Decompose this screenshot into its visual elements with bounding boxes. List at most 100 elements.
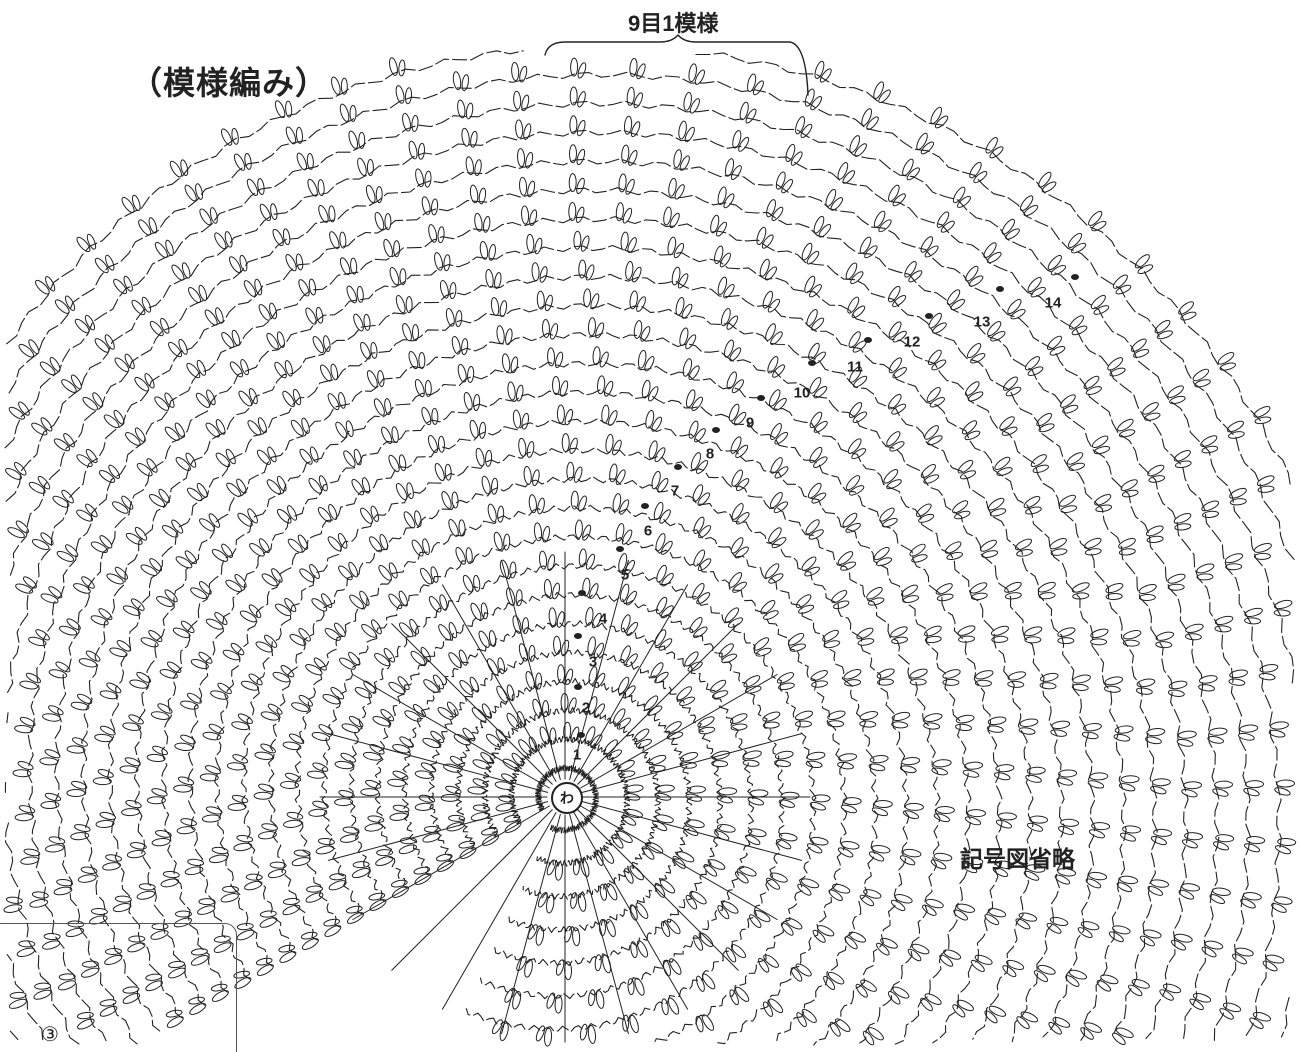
stitch-loop xyxy=(609,463,618,483)
stitch-cluster xyxy=(205,419,226,438)
stitch-cluster xyxy=(311,593,333,612)
stitch-loop xyxy=(661,572,674,587)
stitch-loop xyxy=(56,879,74,887)
stitch-loop xyxy=(532,469,540,487)
stitch-cluster xyxy=(259,203,278,222)
stitch-cluster xyxy=(995,812,1017,829)
stitch-loop xyxy=(806,250,820,265)
stitch-loop xyxy=(288,733,305,744)
stitch-loop xyxy=(873,546,890,561)
stitch-loop xyxy=(648,764,666,773)
stitch-loop xyxy=(236,929,255,941)
stitch-cluster xyxy=(190,581,212,600)
stitch-cluster xyxy=(676,686,696,706)
stitch-loop xyxy=(358,131,366,149)
stitch-loop xyxy=(1018,912,1038,922)
stitch-cluster xyxy=(7,520,30,539)
stitch-cluster xyxy=(210,983,229,1002)
stitch-loop xyxy=(1148,475,1166,483)
stitch-loop xyxy=(519,65,528,83)
stitch-cluster xyxy=(1019,195,1039,217)
stitch-loop xyxy=(539,726,550,745)
stitch-loop xyxy=(237,512,253,527)
stitch-loop xyxy=(849,366,862,383)
stitch-cluster xyxy=(199,765,221,782)
stitch-cluster xyxy=(125,427,146,446)
stitch-loop xyxy=(229,361,244,378)
stitch-loop xyxy=(988,1005,1007,1017)
stitch-loop xyxy=(1194,379,1211,388)
stitch-loop xyxy=(827,710,846,721)
stitch-loop xyxy=(106,573,124,585)
stitch-loop xyxy=(339,103,350,122)
stitch-loop xyxy=(329,231,340,250)
stitch-loop xyxy=(284,598,297,613)
stitch-cluster xyxy=(323,918,342,937)
stitch-loop xyxy=(964,381,980,396)
stitch-cluster xyxy=(338,561,359,581)
stitch-loop xyxy=(579,1023,588,1041)
stitch-loop xyxy=(626,621,639,637)
stitch-loop xyxy=(437,707,454,720)
stitch-loop xyxy=(461,338,469,356)
stitch-loop xyxy=(184,866,204,876)
stitch-loop xyxy=(851,305,866,319)
stitch-cluster xyxy=(148,488,171,507)
stitch-cluster xyxy=(825,188,844,211)
stitch-cluster xyxy=(660,918,681,938)
stitch-loop xyxy=(321,593,333,608)
stitch-loop xyxy=(291,702,310,713)
stitch-cluster xyxy=(517,148,534,169)
stitch-loop xyxy=(546,992,556,1009)
stitch-loop xyxy=(574,519,583,539)
stitch-cluster xyxy=(287,534,309,553)
stitch-loop xyxy=(621,144,630,164)
stitch-cluster xyxy=(725,944,747,963)
stitch-loop xyxy=(576,119,586,137)
stitch-loop xyxy=(840,561,857,571)
stitch-loop xyxy=(5,896,23,904)
stitch-cluster xyxy=(341,715,364,733)
stitch-loop xyxy=(431,407,439,425)
stitch-cluster xyxy=(1077,921,1100,939)
stitch-cluster xyxy=(578,548,596,570)
stitch-cluster xyxy=(693,516,712,539)
stitch-loop xyxy=(904,802,924,811)
stitch-cluster xyxy=(679,327,697,350)
stitch-loop xyxy=(1114,725,1134,734)
stitch-loop xyxy=(1202,510,1219,519)
round-arc xyxy=(321,533,848,1045)
stitch-loop xyxy=(236,834,254,843)
stitch-cluster xyxy=(994,456,1013,476)
stitch-loop xyxy=(537,891,548,908)
stitch-loop xyxy=(823,975,836,990)
stitch-loop xyxy=(1072,592,1090,600)
stitch-cluster xyxy=(1103,676,1124,693)
stitch-loop xyxy=(205,806,223,815)
stitch-loop xyxy=(318,724,334,736)
stitch-loop xyxy=(935,583,953,595)
stitch-loop xyxy=(509,561,517,579)
stitch-cluster xyxy=(716,787,738,804)
stitch-loop xyxy=(13,461,27,476)
stitch-loop xyxy=(1273,896,1293,905)
stitch-loop xyxy=(112,501,129,514)
stitch-loop xyxy=(687,661,703,672)
stitch-loop xyxy=(1122,825,1142,834)
stitch-loop xyxy=(240,680,260,691)
row-number: 9 xyxy=(745,414,755,432)
stitch-cluster xyxy=(988,497,1007,517)
stitch-loop xyxy=(109,647,128,658)
stitch-loop xyxy=(168,967,186,979)
stitch-loop xyxy=(465,547,473,565)
stitch-loop xyxy=(543,578,553,598)
stitch-loop xyxy=(673,242,685,259)
stitch-loop xyxy=(210,690,229,700)
stitch-loop xyxy=(503,533,511,551)
stitch-cluster xyxy=(849,366,868,388)
stitch-loop xyxy=(122,722,142,731)
stitch-cluster xyxy=(40,792,62,810)
stitch-loop xyxy=(1119,875,1139,885)
stitch-loop xyxy=(1113,733,1131,742)
stitch-loop xyxy=(114,566,129,580)
